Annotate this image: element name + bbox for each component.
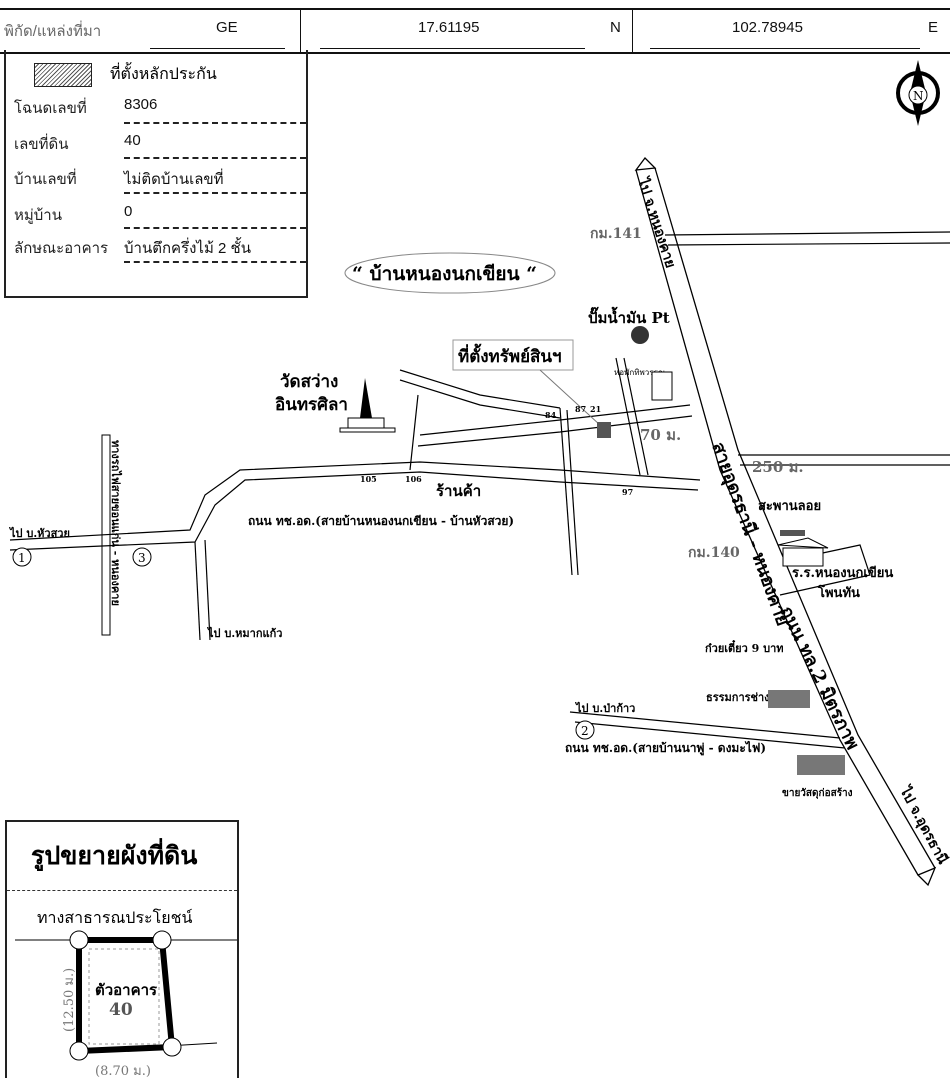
temple-name: วัดสว่าง [280,372,338,392]
longitude-value: 102.78945 [732,19,803,36]
temple-icon [339,378,396,433]
school-name: ร.ร.หนองนกเขียน [792,565,893,581]
village-title: “ บ้านหนองนกเขียน “ [352,263,537,285]
longitude-cell: 102.78945 E [632,10,950,52]
legend-label: โฉนดเลขที่ [14,100,87,117]
legend-label: บ้านเลขที่ [14,171,77,188]
source-value: GE [216,19,238,36]
km140-label: กม.140 [688,545,740,561]
distance-70: 70 ม. [640,426,681,444]
factory-icon [797,755,845,775]
to-huasuay-label: ไป บ.หัวสวย [8,526,70,540]
marker-label: 2 [581,724,589,738]
legend-value: 0 [124,203,133,220]
dorm-icon [651,371,673,401]
legend-value: ไม่ติดบ้านเลขที่ [124,171,224,188]
school-icon [782,547,824,567]
collateral-swatch [34,63,92,87]
house-number: 106 [405,474,422,484]
highway-road [634,157,937,887]
railway-track [101,434,111,636]
lat-unit: N [610,19,621,36]
building-label: ตัวอาคาร [95,981,158,999]
gas-station-label: ปั๊มน้ำมัน Pt [588,306,670,327]
inset-road-label: ทางสาธารณประโยชน์ [37,908,193,927]
legend-label: เลขที่ดิน [14,136,69,153]
factory-icon [768,690,810,708]
land-plot-inset: รูปขยายผังที่ดิน ทางสาธารณประโยชน์ ตัวอา… [5,820,239,1078]
legend-value: บ้านตึกครึ่งไม้ 2 ชั้น [124,240,251,257]
lon-unit: E [928,19,939,36]
railway-label: ทางรถไฟสายขอนแก่น - หนองคาย [109,440,123,606]
marker-2: 2 [575,720,595,740]
km141-label: กม.141 [590,226,642,242]
coordinate-header: พิกัด/แหล่งที่มา GE 17.61195 N 102.78945… [0,8,950,54]
gas-station-icon [631,326,649,344]
collateral-label: ที่ตั้งหลักประกัน [110,66,217,83]
shop2-label: ธรรมการช่าง [706,691,770,704]
marker-3: 3 [132,547,152,567]
side-dimension: (12.50 ม.) [62,968,77,1032]
road2-label: ถนน ทช.อด.(สายบ้านนาพู่ - ดงมะไฟ) [565,740,766,756]
temple-name: อินทรศิลา [275,395,348,415]
bridge-label: สะพานลอย [758,499,821,514]
school-name: โพนทัน [817,584,860,601]
bottom-dimension: (8.70 ม.) [95,1064,151,1077]
plot-shape: ตัวอาคาร 40 (12.50 ม.) (8.70 ม.) [15,930,237,1077]
plot-number: 40 [109,1000,133,1020]
legend-value: 40 [124,132,141,149]
marker-label: 3 [138,551,146,565]
school-flag-icon [780,530,805,536]
compass-label: N [913,89,924,103]
highway-name-b: ถนน ทล.2 มิตรภาพ [776,603,864,753]
to-nongkhai-label: ไป จ.หนองคาย [634,174,681,270]
marker-1: 1 [12,547,32,567]
road1-label: ถนน ทช.อด.(สายบ้านหนองนกเขียน - บ้านหัวส… [248,514,514,528]
local-roads [9,231,950,749]
dorm-label: หอพักทิพวรรณ [614,368,666,377]
compass-icon: N [896,60,940,126]
house-number: 97 [622,487,633,497]
property-callout [452,339,574,371]
marker-label: 1 [18,551,26,565]
property-label: ที่ตั้งทรัพย์สินฯ [458,343,562,367]
legend-label: ลักษณะอาคาร [14,240,109,257]
shop-label: ร้านค้า [436,482,481,500]
house-number: 84 [545,410,557,420]
house-number: 87 [575,404,586,414]
house-number: 105 [360,474,377,484]
legend-value: 8306 [124,96,158,113]
house-number: 21 [590,404,601,414]
village-ellipse [344,252,556,294]
property-marker [597,422,611,438]
legend-label: หมู่บ้าน [14,207,62,224]
materials-shop-label: ขายวัสดุก่อสร้าง [782,787,853,799]
coord-label: พิกัด/แหล่งที่มา [4,23,102,40]
latitude-cell: 17.61195 N [300,10,633,52]
latitude-value: 17.61195 [418,19,480,36]
to-udon-label: ไป จ.อุดรธานี [896,782,950,868]
distance-250: 250 ม. [752,458,804,476]
source-cell: พิกัด/แหล่งที่มา GE [0,10,301,52]
to-pakao-label: ไป บ.ป่าก้าว [574,701,635,715]
inset-title: รูปขยายผังที่ดิน [31,841,198,870]
property-legend: ที่ตั้งหลักประกัน โฉนดเลขที่ 8306 เลขที่… [4,50,308,298]
to-makkaew-label: ไป บ.หมากแก้ว [206,626,282,640]
highway-name-a: สายอุดรธานี - หนองคาย [706,440,793,630]
noodle-shop-label: ก๋วยเตี๋ยว 9 บาท [705,639,784,655]
